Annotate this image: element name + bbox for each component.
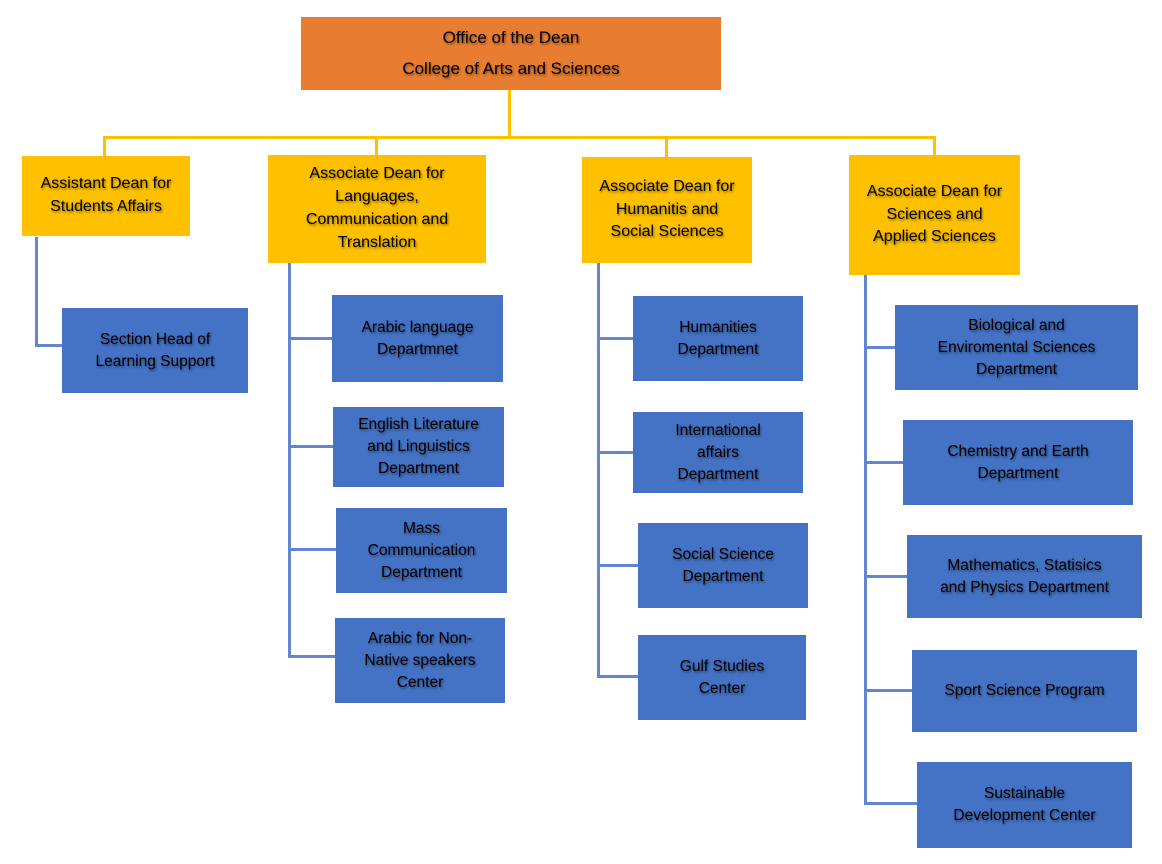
org-node-arabic-language-department: Arabic language Departmnet <box>332 295 503 382</box>
connector-branch3-stem <box>864 275 867 805</box>
connector-branch3-elbow-3 <box>864 689 913 692</box>
unit-label: Sustainable Development Center <box>953 785 1096 824</box>
connector-branch1-elbow-1 <box>288 445 334 448</box>
dean-label: Associate Dean for Sciences and Applied … <box>866 182 1003 246</box>
unit-label: Arabic for Non- Native speakers Center <box>364 629 476 691</box>
unit-label: Mathematics, Statisics and Physics Depar… <box>940 556 1109 596</box>
org-node-office-of-the-dean: Office of the Dean College of Arts and S… <box>301 17 721 90</box>
org-node-associate-dean-sciences-applied-sciences: Associate Dean for Sciences and Applied … <box>849 155 1020 275</box>
unit-label: Mass Communication Department <box>367 519 476 581</box>
connector-drop-dean-0 <box>103 136 106 157</box>
org-node-assistant-dean-students-affairs: Assistant Dean for Students Affairs <box>22 156 190 236</box>
connector-branch1-stem <box>288 263 291 658</box>
org-node-mass-communication-department: Mass Communication Department <box>336 508 507 593</box>
org-node-mathematics-statistics-physics-department: Mathematics, Statisics and Physics Depar… <box>907 535 1142 618</box>
org-node-associate-dean-humanities-social-sciences: Associate Dean for Humanitis and Social … <box>582 157 752 263</box>
dean-label: Associate Dean for Languages, Communicat… <box>305 165 449 251</box>
org-node-arabic-non-native-speakers-center: Arabic for Non- Native speakers Center <box>335 618 505 703</box>
unit-label: Sport Science Program <box>944 682 1105 699</box>
connector-drop-dean-3 <box>933 136 936 156</box>
org-node-section-head-learning-support: Section Head of Learning Support <box>62 308 248 393</box>
org-node-humanities-department: Humanities Department <box>633 296 803 381</box>
unit-label: International affairs Department <box>675 421 761 483</box>
connector-branch1-elbow-0 <box>288 337 333 340</box>
unit-label: Section Head of Learning Support <box>95 330 215 370</box>
org-node-gulf-studies-center: Gulf Studies Center <box>638 635 806 720</box>
connector-branch2-elbow-0 <box>597 337 634 340</box>
unit-label: Biological and Enviromental Sciences Dep… <box>937 316 1096 378</box>
org-node-associate-dean-languages-communication-translation: Associate Dean for Languages, Communicat… <box>268 155 486 263</box>
org-node-biological-environmental-sciences-department: Biological and Enviromental Sciences Dep… <box>895 305 1138 390</box>
connector-branch2-elbow-3 <box>597 675 639 678</box>
connector-deans-crossbar <box>103 136 936 139</box>
connector-branch3-elbow-4 <box>864 802 918 805</box>
unit-label: English Literature and Linguistics Depar… <box>358 416 479 477</box>
root-title-line2: College of Arts and Sciences <box>402 59 620 78</box>
org-node-social-science-department: Social Science Department <box>638 523 808 608</box>
org-node-international-affairs-department: International affairs Department <box>633 412 803 493</box>
connector-branch3-elbow-0 <box>864 346 896 349</box>
connector-branch2-elbow-1 <box>597 451 634 454</box>
connector-branch1-elbow-2 <box>288 548 337 551</box>
dean-label: Assistant Dean for Students Affairs <box>40 175 172 215</box>
connector-branch1-elbow-3 <box>288 655 336 658</box>
unit-label: Social Science Department <box>672 545 774 585</box>
org-node-english-literature-linguistics-department: English Literature and Linguistics Depar… <box>333 407 504 487</box>
org-node-chemistry-earth-department: Chemistry and Earth Department <box>903 420 1133 505</box>
unit-label: Chemistry and Earth Department <box>947 442 1089 482</box>
unit-label: Humanities Department <box>677 318 759 358</box>
connector-branch2-elbow-2 <box>597 564 639 567</box>
connector-branch2-stem <box>597 263 600 678</box>
root-title-line1: Office of the Dean <box>442 27 580 47</box>
unit-label: Arabic language Departmnet <box>361 318 474 358</box>
connector-drop-dean-2 <box>665 136 668 158</box>
org-node-sport-science-program: Sport Science Program <box>912 650 1137 732</box>
unit-label: Gulf Studies Center <box>679 657 765 697</box>
dean-label: Associate Dean for Humanitis and Social … <box>599 177 735 241</box>
connector-branch3-elbow-1 <box>864 461 904 464</box>
connector-branch0-stem <box>35 237 38 347</box>
connector-branch3-elbow-2 <box>864 575 908 578</box>
connector-branch0-elbow-0 <box>35 344 63 347</box>
connector-root-stem <box>508 89 511 137</box>
connector-drop-dean-1 <box>375 136 378 156</box>
org-node-sustainable-development-center: Sustainable Development Center <box>917 762 1132 848</box>
